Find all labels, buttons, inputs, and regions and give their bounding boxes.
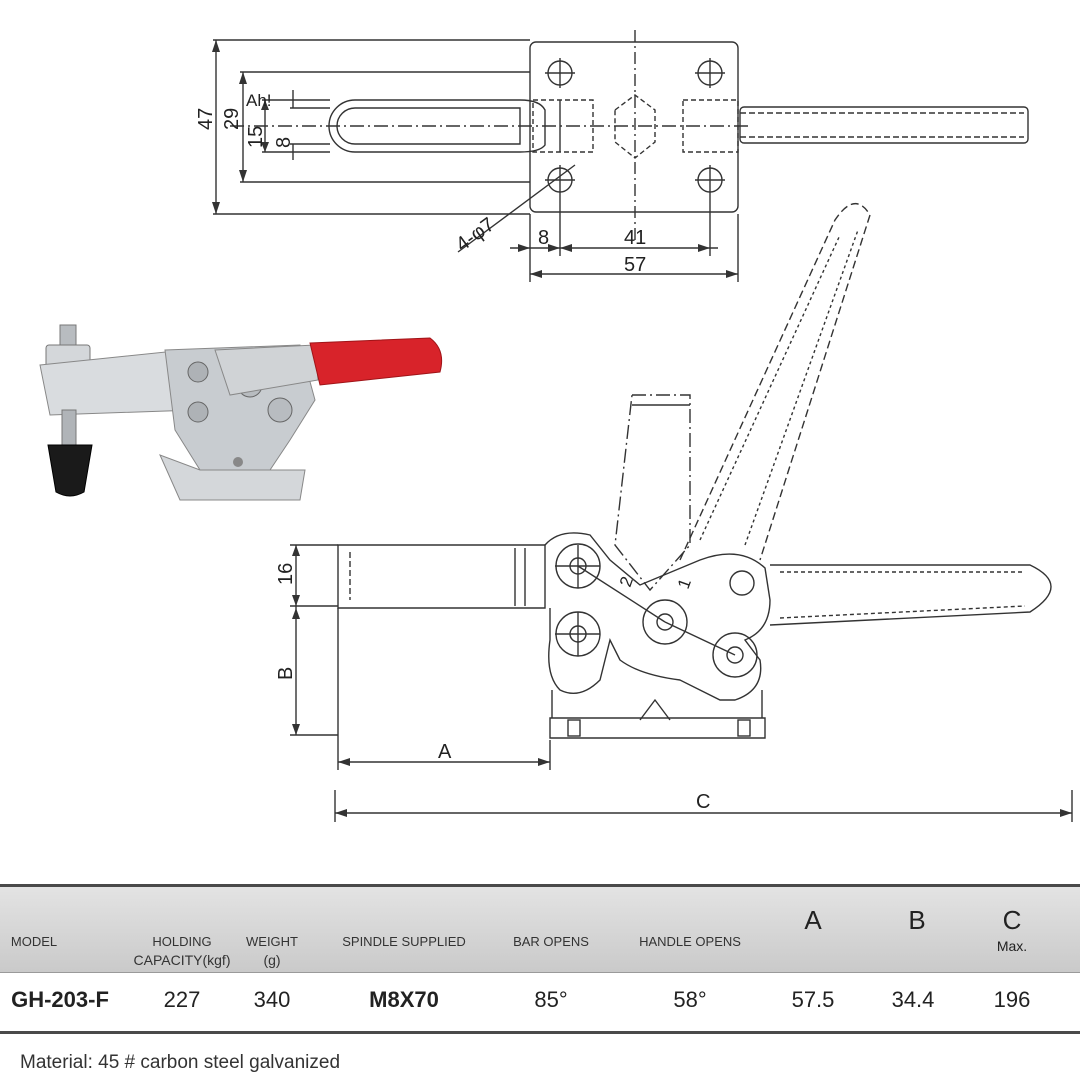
technical-drawing: 47 29 15 8 Ah! 4-φ7 8 41 57 16 B A C 1 2 [39, 30, 1073, 822]
dim-c: C [696, 791, 710, 813]
dim-15: 15 [245, 126, 267, 148]
cell-holding: 227 [163, 987, 201, 1012]
pivot-label-2: 2 [616, 574, 637, 589]
annotation-ah: Ah! [246, 91, 272, 110]
dim-b: B [275, 667, 297, 680]
header-weight: WEIGHT (g) [246, 933, 298, 969]
header-weight-label: WEIGHT [246, 934, 298, 949]
cell-c: 196 [993, 987, 1031, 1012]
header-holding-unit: CAPACITY(kgf) [133, 952, 231, 968]
header-b: B [908, 905, 926, 935]
dimension-arrows [212, 40, 1072, 817]
header-c-sub: Max. [996, 938, 1028, 954]
side-view [290, 203, 1073, 822]
rubber-tip [47, 444, 93, 497]
header-handle-opens: HANDLE OPENS [639, 934, 741, 949]
header-holding-label: HOLDING [152, 934, 212, 949]
header-a: A [804, 905, 822, 935]
dim-a: A [438, 741, 452, 763]
header-c: C Max. [997, 907, 1027, 959]
cell-b: 34.4 [891, 987, 935, 1012]
dim-41: 41 [624, 227, 646, 249]
header-weight-unit: (g) [263, 952, 281, 968]
cell-bar-opens: 85° [534, 987, 568, 1012]
dim-8-vertical: 8 [273, 137, 295, 148]
spec-table: MODEL HOLDING CAPACITY(kgf) WEIGHT (g) S… [0, 884, 1080, 1036]
handle-grip [309, 337, 443, 386]
cell-model: GH-203-F [11, 987, 109, 1012]
cell-a: 57.5 [791, 987, 835, 1012]
header-model: MODEL [10, 934, 58, 949]
top-view [213, 30, 1029, 282]
product-photo [39, 324, 443, 501]
cell-weight: 340 [253, 987, 291, 1012]
dim-holes: 4-φ7 [452, 214, 499, 256]
pivot-label-1: 1 [674, 576, 695, 591]
spec-table-header: MODEL HOLDING CAPACITY(kgf) WEIGHT (g) S… [0, 884, 1080, 975]
dim-47: 47 [195, 108, 217, 130]
header-spindle: SPINDLE SUPPLIED [342, 934, 466, 949]
material-note: Material: 45 # carbon steel galvanized [20, 1052, 341, 1073]
header-c-label: C [1002, 905, 1022, 935]
dim-29: 29 [221, 108, 243, 130]
dim-16: 16 [275, 563, 297, 585]
dim-8: 8 [538, 227, 549, 249]
header-bar-opens: BAR OPENS [513, 934, 589, 949]
header-holding: HOLDING CAPACITY(kgf) [134, 933, 231, 969]
cell-spindle: M8X70 [369, 987, 439, 1012]
table-row: GH-203-F 227 340 M8X70 85° 58° 57.5 34.4… [0, 972, 1080, 1034]
dim-57: 57 [624, 254, 646, 276]
cell-handle-opens: 58° [673, 987, 707, 1012]
